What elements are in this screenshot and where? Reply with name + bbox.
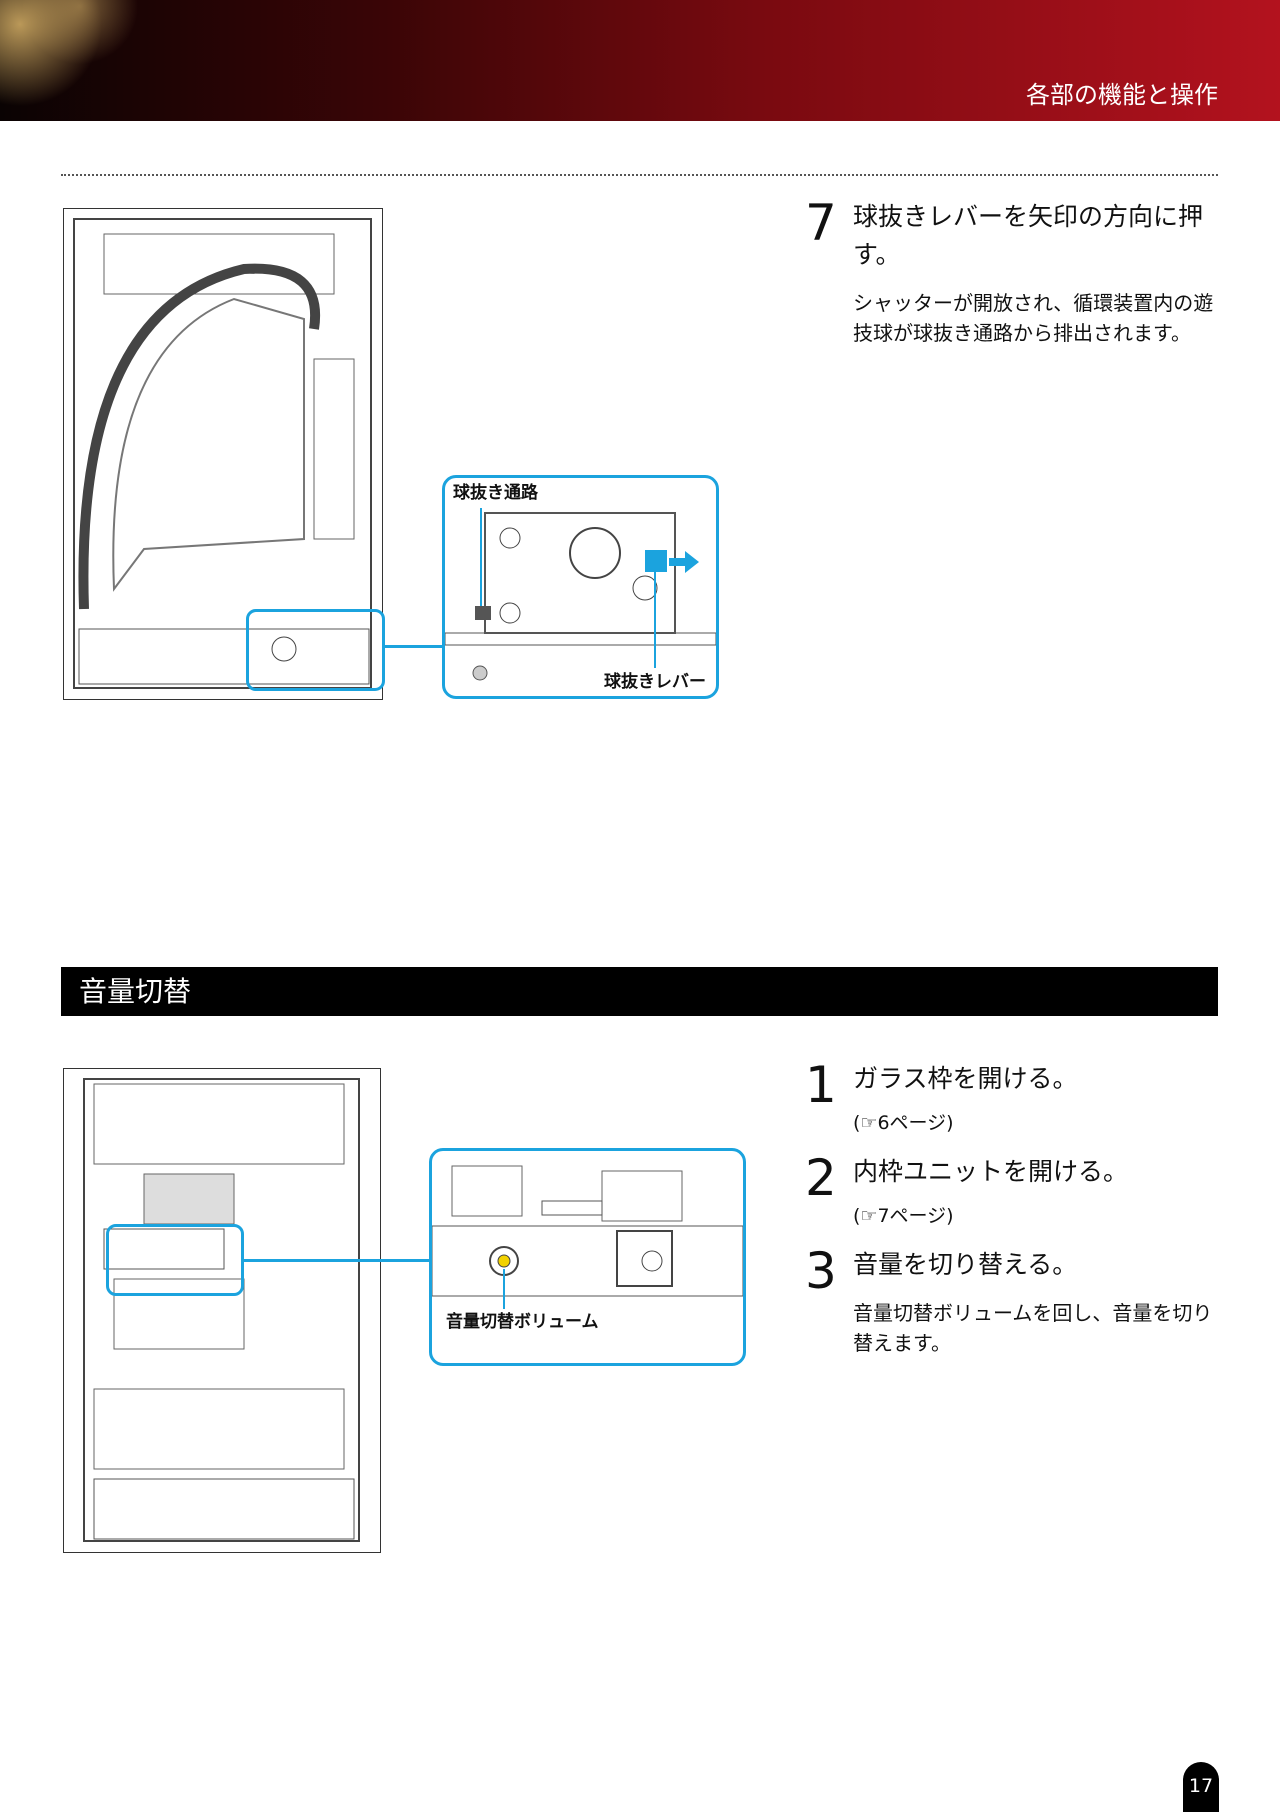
highlight-lever-area — [246, 609, 385, 691]
step-description: 音量切替ボリュームを回し、音量を切り替えます。 — [853, 1301, 1213, 1355]
step-number: 1 — [805, 1060, 837, 1110]
step-7: 7 球抜きレバーを矢印の方向に押 す。 シャッターが開放され、循環装置内の遊技球… — [805, 198, 1218, 348]
page-number: 17 — [1183, 1762, 1219, 1812]
step-7-list: 7 球抜きレバーを矢印の方向に押 す。 シャッターが開放され、循環装置内の遊技球… — [805, 198, 1218, 348]
step-body: 内枠ユニットを開ける。 (☞7ページ) — [853, 1153, 1218, 1246]
step-title: 音量を切り替える。 — [853, 1250, 1078, 1279]
label-ball-passage: 球抜き通路 — [451, 482, 540, 504]
lever-detail-callout: 球抜き通路 球抜きレバー — [442, 475, 719, 699]
step-title: ガラス枠を開ける。 — [853, 1064, 1078, 1093]
volume-step-list: 1 ガラス枠を開ける。 (☞6ページ) 2 内枠ユニットを開ける。 (☞7ページ… — [805, 1060, 1218, 1358]
page-reference[interactable]: (☞7ページ) — [853, 1205, 954, 1227]
highlight-volume-area — [106, 1224, 244, 1296]
step-body: ガラス枠を開ける。 (☞6ページ) — [853, 1060, 1218, 1153]
step-title-cont: す。 — [853, 240, 901, 269]
step-number: 2 — [805, 1153, 837, 1203]
dotted-divider — [61, 174, 1218, 176]
step-1: 1 ガラス枠を開ける。 (☞6ページ) — [805, 1060, 1218, 1153]
gold-sparkle-decoration — [0, 0, 200, 121]
callout-connector — [244, 1259, 430, 1262]
step-title: 球抜きレバーを矢印の方向に押 — [853, 202, 1204, 231]
step-title: 内枠ユニットを開ける。 — [853, 1157, 1129, 1186]
step-body: 音量を切り替える。 音量切替ボリュームを回し、音量を切り替えます。 — [853, 1246, 1218, 1358]
machine-rear-diagram — [63, 208, 383, 700]
callout-connector — [385, 645, 443, 648]
step-number: 3 — [805, 1246, 837, 1296]
header-title: 各部の機能と操作 — [1026, 81, 1218, 109]
page-reference[interactable]: (☞6ページ) — [853, 1112, 954, 1134]
step-description: シャッターが開放され、循環装置内の遊技球が球抜き通路から排出されます。 — [853, 291, 1214, 345]
step-2: 2 内枠ユニットを開ける。 (☞7ページ) — [805, 1153, 1218, 1246]
inner-frame-diagram — [63, 1068, 381, 1553]
step-3: 3 音量を切り替える。 音量切替ボリュームを回し、音量を切り替えます。 — [805, 1246, 1218, 1358]
volume-detail-callout: 音量切替ボリューム — [429, 1148, 746, 1366]
step-number: 7 — [805, 198, 837, 248]
section-heading: 音量切替 — [61, 967, 1218, 1016]
page-header: 各部の機能と操作 — [0, 0, 1280, 121]
step-body: 球抜きレバーを矢印の方向に押 す。 シャッターが開放され、循環装置内の遊技球が球… — [853, 198, 1218, 348]
label-ball-lever: 球抜きレバー — [602, 671, 708, 693]
label-volume-knob: 音量切替ボリューム — [444, 1311, 601, 1333]
